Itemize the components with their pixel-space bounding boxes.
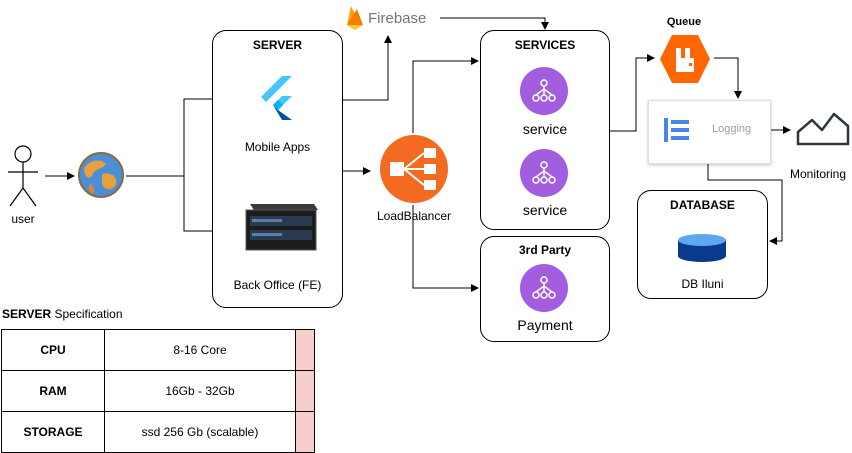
rabbitmq-queue-icon[interactable] <box>658 32 712 86</box>
server-group <box>212 30 343 308</box>
logging-icon <box>664 118 689 142</box>
edge-firebase-services <box>440 17 549 30</box>
table-row: RAM 16Gb - 32Gb <box>1 370 315 412</box>
globe-icon[interactable] <box>76 150 126 200</box>
firebase-flame-icon[interactable] <box>346 5 364 31</box>
edge-lb-3rdparty <box>412 205 479 292</box>
server-rack-icon[interactable] <box>240 200 320 256</box>
services-title: SERVICES <box>514 38 576 52</box>
spec-table: CPU 8-16 Core RAM 16Gb - 32Gb STORAGE ss… <box>1 329 315 453</box>
service-node-icon[interactable] <box>520 149 568 197</box>
spec-accent-cell <box>295 329 315 371</box>
spec-accent-cell <box>295 370 315 412</box>
edge-queue-logging <box>714 57 742 99</box>
monitoring-chart-icon[interactable] <box>796 110 850 148</box>
server-title: SERVER <box>252 38 303 52</box>
spec-value: 8-16 Core <box>104 329 296 371</box>
third-party-title: 3rd Party <box>518 243 572 257</box>
service-node-icon[interactable] <box>520 264 568 312</box>
spec-title: SERVER Specification <box>2 307 123 321</box>
load-balancer-label: LoadBalancer <box>376 209 452 223</box>
queue-label: Queue <box>666 16 702 28</box>
user-label: user <box>11 212 35 226</box>
table-row: CPU 8-16 Core <box>1 329 315 371</box>
load-balancer-icon[interactable] <box>378 133 450 205</box>
spec-value: ssd 256 Gb (scalable) <box>104 411 296 453</box>
edge-logging-database <box>707 162 783 245</box>
spec-value: 16Gb - 32Gb <box>104 370 296 412</box>
spec-key: STORAGE <box>1 411 105 453</box>
service-node-icon[interactable] <box>520 67 568 115</box>
logging-card[interactable] <box>648 100 771 164</box>
spec-accent-cell <box>295 411 315 453</box>
logging-label: Logging <box>712 123 752 135</box>
mobile-apps-label: Mobile Apps <box>244 140 311 154</box>
flutter-icon[interactable] <box>256 74 304 122</box>
database-cylinder-icon[interactable] <box>676 232 728 264</box>
firebase-label: Firebase <box>368 10 427 27</box>
edge-services-queue <box>610 54 655 132</box>
service-2-label: service <box>522 202 568 218</box>
payment-label: Payment <box>517 317 573 333</box>
db-label: DB Iluni <box>681 277 724 291</box>
monitoring-label: Monitoring <box>790 167 847 181</box>
user-stick-figure-icon <box>8 145 38 207</box>
edge-lb-services <box>412 57 479 133</box>
service-1-label: service <box>522 121 568 137</box>
spec-key: RAM <box>1 370 105 412</box>
back-office-label: Back Office (FE) <box>233 278 322 292</box>
database-title: DATABASE <box>670 198 735 212</box>
spec-key: CPU <box>1 329 105 371</box>
table-row: STORAGE ssd 256 Gb (scalable) <box>1 411 315 453</box>
